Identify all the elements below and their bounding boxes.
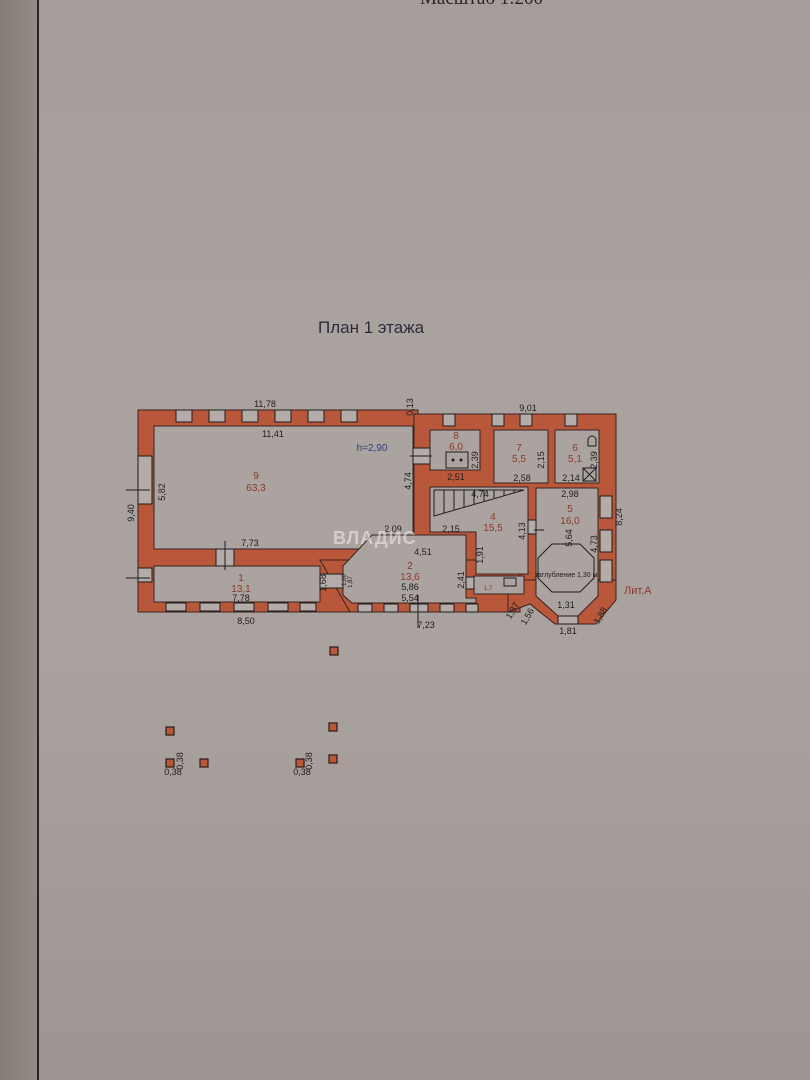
svg-text:0,13: 0,13 xyxy=(405,398,415,416)
svg-text:4,51: 4,51 xyxy=(414,547,432,557)
doors xyxy=(215,447,537,590)
svg-text:5,5: 5,5 xyxy=(512,454,526,465)
plan-title: План 1 этажа xyxy=(318,318,425,337)
svg-text:2,41: 2,41 xyxy=(456,571,466,589)
svg-text:63,3: 63,3 xyxy=(246,483,266,494)
post xyxy=(328,722,338,732)
svg-text:5,64: 5,64 xyxy=(564,529,574,547)
svg-text:9,01: 9,01 xyxy=(519,403,537,413)
svg-text:9,40: 9,40 xyxy=(126,504,136,522)
svg-text:заглубление 1,30 м: заглубление 1,30 м xyxy=(535,571,598,579)
windows xyxy=(137,409,613,625)
svg-text:2,14: 2,14 xyxy=(562,473,580,483)
svg-text:4: 4 xyxy=(490,512,496,523)
svg-text:0,38: 0,38 xyxy=(293,767,311,777)
svg-text:4,13: 4,13 xyxy=(517,522,527,540)
room-9 xyxy=(153,425,414,550)
svg-text:11,41: 11,41 xyxy=(262,429,284,439)
svg-text:2,15: 2,15 xyxy=(536,451,546,469)
svg-text:6,0: 6,0 xyxy=(449,442,463,453)
svg-text:9: 9 xyxy=(253,471,259,482)
svg-text:1,00: 1,00 xyxy=(342,574,348,586)
svg-text:2: 2 xyxy=(407,561,413,572)
svg-text:2,51: 2,51 xyxy=(447,472,465,482)
svg-text:1,81: 1,81 xyxy=(559,626,577,636)
stairs xyxy=(433,489,525,517)
page-edge-line xyxy=(37,0,39,1080)
svg-text:Лит.А: Лит.А xyxy=(624,585,652,597)
svg-text:1,7: 1,7 xyxy=(484,586,493,592)
watermark: ВЛАДИС xyxy=(333,528,417,548)
stove-icon xyxy=(445,451,469,469)
svg-text:7: 7 xyxy=(516,443,522,454)
svg-text:13,1: 13,1 xyxy=(231,584,251,595)
svg-text:4,74: 4,74 xyxy=(403,472,413,490)
svg-text:1,91: 1,91 xyxy=(475,546,485,564)
svg-text:5,82: 5,82 xyxy=(157,483,167,501)
svg-text:15,5: 15,5 xyxy=(483,523,503,534)
svg-text:1,68: 1,68 xyxy=(318,574,328,592)
svg-text:16,0: 16,0 xyxy=(560,516,580,527)
dimension-lines xyxy=(126,455,544,628)
posts xyxy=(165,646,339,768)
fixtures xyxy=(445,435,597,593)
svg-text:8: 8 xyxy=(453,431,459,442)
svg-text:5,54: 5,54 xyxy=(401,593,419,603)
svg-text:0,38: 0,38 xyxy=(304,752,314,770)
post xyxy=(199,758,209,768)
svg-text:2,39: 2,39 xyxy=(470,451,480,469)
svg-text:0,38: 0,38 xyxy=(175,752,185,770)
post xyxy=(295,758,305,768)
toilet-icon xyxy=(587,435,597,447)
svg-text:1,56: 1,56 xyxy=(519,606,536,626)
room-labels: 9 63,3 1 13,1 7,78 2 13,6 5,86 1,7 4 15,… xyxy=(231,431,652,603)
left-page-margin xyxy=(0,0,37,1080)
svg-text:1: 1 xyxy=(238,573,244,584)
pit-octagon xyxy=(537,543,595,593)
svg-text:5: 5 xyxy=(567,504,573,515)
room-7 xyxy=(493,429,549,484)
post xyxy=(165,726,175,736)
svg-text:1,87: 1,87 xyxy=(348,576,354,588)
room-1 xyxy=(153,565,321,603)
toilet-icon-2 xyxy=(503,577,517,587)
svg-text:8,50: 8,50 xyxy=(237,616,255,626)
svg-text:7,78: 7,78 xyxy=(232,593,250,603)
svg-text:2,09: 2,09 xyxy=(384,524,402,534)
svg-text:11,78: 11,78 xyxy=(254,399,276,409)
shower-icon xyxy=(582,467,597,482)
post xyxy=(165,758,175,768)
svg-text:2,98: 2,98 xyxy=(561,489,579,499)
post xyxy=(329,646,339,656)
scale-note: Масштаб 1:200 xyxy=(420,0,543,10)
svg-text:1,31: 1,31 xyxy=(557,600,575,610)
svg-text:h=2,90: h=2,90 xyxy=(357,443,388,454)
room-6 xyxy=(554,429,600,484)
svg-text:13,6: 13,6 xyxy=(400,572,420,583)
svg-text:7,73: 7,73 xyxy=(241,538,259,548)
svg-text:6: 6 xyxy=(572,443,578,454)
svg-text:8,24: 8,24 xyxy=(614,508,624,526)
svg-text:4,74: 4,74 xyxy=(471,489,489,499)
svg-text:7,23: 7,23 xyxy=(417,620,435,630)
svg-text:5,86: 5,86 xyxy=(401,582,419,592)
svg-text:2,15: 2,15 xyxy=(442,524,460,534)
room-2 xyxy=(342,534,477,604)
svg-text:2,39: 2,39 xyxy=(589,451,599,469)
dimension-labels: 11,78 11,41 9,01 0,13 9,40 5,82 4,74 7,7… xyxy=(126,398,624,777)
svg-text:5,1: 5,1 xyxy=(568,454,582,465)
svg-text:4,73: 4,73 xyxy=(589,535,599,553)
post xyxy=(328,754,338,764)
svg-text:0,38: 0,38 xyxy=(164,767,182,777)
svg-text:2,58: 2,58 xyxy=(513,473,531,483)
